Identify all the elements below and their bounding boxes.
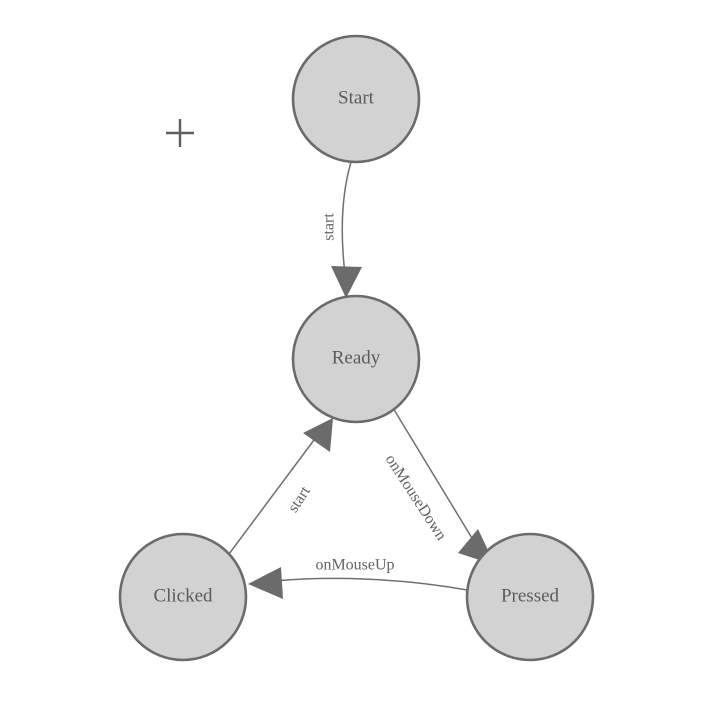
node-start[interactable]: Start xyxy=(291,34,421,164)
node-pressed-circle[interactable] xyxy=(465,532,595,662)
edge-path-pressed-to-clicked xyxy=(273,577,468,591)
node-ready-circle[interactable] xyxy=(291,294,421,424)
crosshair-icon xyxy=(166,119,194,147)
edge-path-ready-to-pressed xyxy=(392,407,479,549)
edge-ready-to-pressed[interactable]: onMouseDown xyxy=(382,407,495,565)
node-pressed[interactable]: Pressed xyxy=(465,532,595,662)
node-clicked[interactable]: Clicked xyxy=(118,532,248,662)
edge-path-start-to-ready xyxy=(341,161,352,275)
node-clicked-circle[interactable] xyxy=(118,532,248,662)
node-ready[interactable]: Ready xyxy=(291,294,421,424)
edge-path-clicked-to-ready xyxy=(228,439,315,555)
edge-label-clicked-to-ready: start xyxy=(285,483,315,516)
arrowhead-start-to-ready xyxy=(331,266,362,298)
edge-label-pressed-to-clicked: onMouseUp xyxy=(315,557,394,574)
edge-pressed-to-clicked[interactable]: onMouseUp xyxy=(248,557,468,599)
node-start-label: Start xyxy=(338,87,375,108)
node-start-circle[interactable] xyxy=(291,34,421,164)
node-pressed-label: Pressed xyxy=(501,585,560,606)
node-ready-label: Ready xyxy=(332,347,381,368)
edge-label-start-to-ready: start xyxy=(321,213,338,241)
edge-clicked-to-ready[interactable]: start xyxy=(228,418,333,555)
arrowhead-pressed-to-clicked xyxy=(248,567,283,599)
edge-label-ready-to-pressed: onMouseDown xyxy=(382,452,450,544)
arrowhead-clicked-to-ready xyxy=(303,418,333,452)
edge-start-to-ready[interactable]: start xyxy=(321,161,362,298)
node-clicked-label: Clicked xyxy=(153,585,213,606)
